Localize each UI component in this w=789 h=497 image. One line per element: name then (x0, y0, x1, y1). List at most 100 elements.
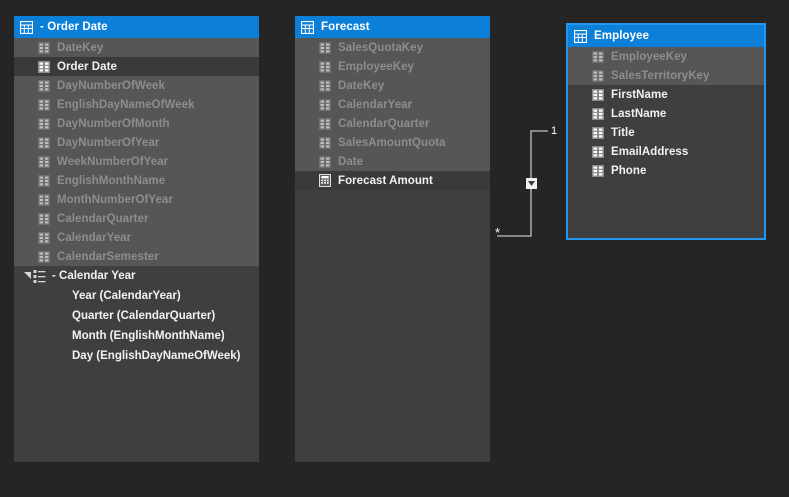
column-icon (319, 98, 331, 111)
relationship-line[interactable] (488, 118, 573, 248)
field-row[interactable]: EmployeeKey (295, 57, 490, 76)
column-icon (38, 174, 50, 187)
forecast-field-list: SalesQuotaKey EmployeeKey (295, 38, 490, 462)
field-label: DayNumberOfMonth (57, 117, 170, 130)
column-icon (592, 126, 604, 139)
field-label: DateKey (338, 79, 385, 92)
field-row[interactable]: FirstName (568, 85, 764, 104)
column-icon (319, 41, 331, 54)
field-label: CalendarYear (57, 231, 132, 244)
hierarchy-level-row[interactable]: Day (EnglishDayNameOfWeek) (14, 346, 259, 366)
field-label: CalendarQuarter (57, 212, 149, 225)
forecast-table-header[interactable]: Forecast (295, 16, 490, 38)
order-date-table-title: - Order Date (40, 21, 108, 33)
column-icon (38, 79, 50, 92)
column-icon (319, 60, 331, 73)
field-label: Forecast Amount (338, 174, 433, 187)
employee-table-header[interactable]: Employee (568, 25, 764, 47)
employee-card-empty-space (568, 180, 764, 238)
field-label: DateKey (57, 41, 104, 54)
field-row[interactable]: DateKey (14, 38, 259, 57)
field-label: CalendarQuarter (338, 117, 430, 130)
field-row[interactable]: CalendarQuarter (295, 114, 490, 133)
order-date-card-empty-space (14, 366, 259, 462)
table-icon (574, 29, 587, 43)
field-row[interactable]: Date (295, 152, 490, 171)
forecast-card-empty-space (295, 190, 490, 462)
field-label: Order Date (57, 60, 117, 73)
hierarchy-level-label: Day (EnglishDayNameOfWeek) (72, 350, 241, 362)
table-icon (20, 20, 33, 34)
column-icon (38, 231, 50, 244)
field-label: Phone (611, 164, 647, 177)
field-row[interactable]: EmployeeKey (568, 47, 764, 66)
field-row[interactable]: MonthNumberOfYear (14, 190, 259, 209)
field-label: EnglishDayNameOfWeek (57, 98, 195, 111)
field-row[interactable]: EnglishMonthName (14, 171, 259, 190)
field-label: DayNumberOfWeek (57, 79, 165, 92)
column-icon (38, 155, 50, 168)
field-row[interactable]: CalendarYear (14, 228, 259, 247)
employee-table-title: Employee (594, 30, 650, 42)
column-icon (38, 60, 50, 73)
column-icon (38, 212, 50, 225)
field-row[interactable]: DayNumberOfMonth (14, 114, 259, 133)
column-icon (38, 117, 50, 130)
field-row[interactable]: Forecast Amount (295, 171, 490, 190)
field-label: EmployeeKey (338, 60, 414, 73)
employee-table-card[interactable]: Employee EmployeeKey (566, 23, 766, 240)
field-row[interactable]: SalesQuotaKey (295, 38, 490, 57)
forecast-table-title: Forecast (321, 21, 370, 33)
field-label: CalendarSemester (57, 250, 159, 263)
hierarchy-icon (33, 269, 46, 283)
hierarchy-level-label: Quarter (CalendarQuarter) (72, 310, 216, 322)
field-row[interactable]: WeekNumberOfYear (14, 152, 259, 171)
filter-direction-arrow-icon[interactable] (526, 178, 537, 189)
column-icon (319, 155, 331, 168)
hierarchy-level-label: Month (EnglishMonthName) (72, 330, 225, 342)
field-label: Title (611, 126, 635, 139)
field-label: Date (338, 155, 364, 168)
hierarchy-label: - Calendar Year (52, 270, 136, 282)
field-row[interactable]: DayNumberOfYear (14, 133, 259, 152)
field-row[interactable]: Phone (568, 161, 764, 180)
order-date-field-list: DateKey Order Date (14, 38, 259, 462)
field-row[interactable]: SalesAmountQuota (295, 133, 490, 152)
field-row[interactable]: CalendarQuarter (14, 209, 259, 228)
hierarchy-level-label: Year (CalendarYear) (72, 290, 181, 302)
forecast-table-card[interactable]: Forecast SalesQuotaKey (295, 16, 490, 462)
employee-field-list: EmployeeKey SalesTerritoryKey (568, 47, 764, 238)
field-row[interactable]: EmailAddress (568, 142, 764, 161)
field-row[interactable]: EnglishDayNameOfWeek (14, 95, 259, 114)
field-row[interactable]: LastName (568, 104, 764, 123)
hierarchy-level-row[interactable]: Month (EnglishMonthName) (14, 326, 259, 346)
column-icon (592, 145, 604, 158)
order-date-table-card[interactable]: - Order Date DateKey (14, 16, 259, 462)
order-date-table-header[interactable]: - Order Date (14, 16, 259, 38)
hierarchy-level-row[interactable]: Year (CalendarYear) (14, 286, 259, 306)
field-label: EnglishMonthName (57, 174, 166, 187)
hierarchy-level-row[interactable]: Quarter (CalendarQuarter) (14, 306, 259, 326)
field-label: EmailAddress (611, 145, 689, 158)
column-icon (38, 41, 50, 54)
field-row[interactable]: Title (568, 123, 764, 142)
expander-expanded-icon[interactable] (22, 272, 33, 280)
forecast-employee-relationship[interactable]: 1 * (488, 118, 573, 248)
field-row[interactable]: CalendarYear (295, 95, 490, 114)
column-icon (38, 98, 50, 111)
field-row[interactable]: Order Date (14, 57, 259, 76)
relationship-cardinality-many: * (495, 225, 501, 240)
field-row[interactable]: DayNumberOfWeek (14, 76, 259, 95)
field-row[interactable]: DateKey (295, 76, 490, 95)
hierarchy-row-calendar-year[interactable]: - Calendar Year (14, 266, 259, 286)
column-icon (38, 250, 50, 263)
field-label: SalesAmountQuota (338, 136, 446, 149)
field-row[interactable]: SalesTerritoryKey (568, 66, 764, 85)
field-label: WeekNumberOfYear (57, 155, 169, 168)
field-row[interactable]: CalendarSemester (14, 247, 259, 266)
field-label: DayNumberOfYear (57, 136, 160, 149)
column-icon (319, 117, 331, 130)
field-label: LastName (611, 107, 667, 120)
field-label: SalesQuotaKey (338, 41, 424, 54)
